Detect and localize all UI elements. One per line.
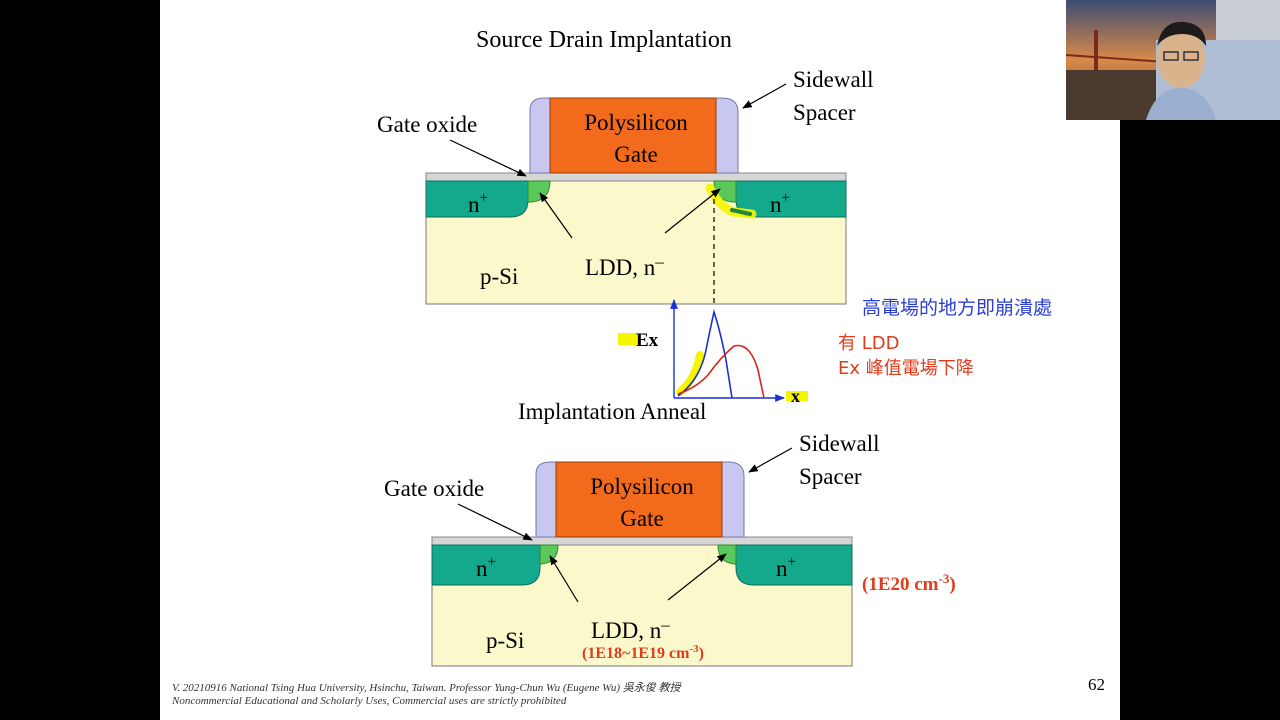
bottom-substrate-label: p-Si: [486, 628, 524, 653]
top-spacer-label-line2: Spacer: [793, 100, 856, 125]
top-nplus-left-label: n+: [468, 190, 488, 217]
top-ldd-label: LDD, n–: [585, 252, 664, 280]
top-device: Polysilicon Gate Sidewall Spacer Gate ox…: [377, 67, 874, 305]
bottom-spacer-label-line1: Sidewall: [799, 431, 880, 456]
mosfet-diagram: Source Drain Implantation Polysilicon Ga…: [377, 27, 1052, 667]
bottom-spacer-right: [721, 461, 745, 538]
top-gate-label-line2: Gate: [614, 142, 657, 167]
bottom-gate-oxide-layer: [431, 536, 853, 546]
top-oxide-arrow: [449, 139, 527, 177]
footer-credit: V. 20210916 National Tsing Hua Universit…: [172, 682, 681, 694]
top-nplus-right-label: n+: [770, 190, 790, 217]
bottom-oxide-arrow: [457, 503, 533, 541]
bottom-nplus-left-label: n+: [476, 554, 496, 581]
top-gate-label-line1: Polysilicon: [584, 110, 688, 135]
top-substrate-label: p-Si: [480, 264, 518, 289]
top-spacer-right: [715, 97, 739, 174]
top-spacer-arrow: [742, 83, 787, 109]
ex-curve-without-ldd: [677, 309, 733, 399]
bottom-nplus-left-region: [431, 544, 541, 586]
electric-field-graph: Ex x Implantation Anneal: [518, 299, 808, 424]
bottom-ldd-arrow-left: [549, 555, 579, 603]
peak-drop-note: Ex 峰值電場下降: [838, 358, 974, 379]
bottom-nplus-right-region: [735, 544, 853, 586]
curve-highlight: [676, 351, 704, 396]
breakdown-note: 高電場的地方即崩潰處: [862, 297, 1052, 319]
bottom-ldd-label: LDD, n–: [591, 615, 670, 643]
bottom-nplus-right-label: n+: [776, 554, 796, 581]
ex-curve-with-ldd: [677, 344, 765, 399]
top-ldd-arrow-right: [664, 188, 721, 234]
bottom-gate-label-line2: Gate: [620, 506, 663, 531]
bottom-ldd-arrow-right: [667, 553, 727, 601]
bottom-device: Polysilicon Gate Sidewall Spacer Gate ox…: [384, 431, 956, 667]
ex-label-highlight: [618, 333, 638, 345]
top-ldd-arrow-left: [539, 192, 573, 239]
bottom-spacer-label-line2: Spacer: [799, 464, 862, 489]
bottom-spacer-arrow: [748, 447, 793, 473]
footer-license: Noncommercial Educational and Scholarly …: [172, 695, 567, 707]
bottom-spacer-left: [535, 461, 557, 538]
top-gate-oxide-layer: [425, 172, 847, 182]
bottom-polysilicon-gate: [555, 461, 723, 538]
graph-caption: Implantation Anneal: [518, 399, 706, 424]
page-number: 62: [1088, 675, 1105, 694]
top-spacer-left: [529, 97, 551, 174]
with-ldd-note: 有 LDD: [838, 333, 899, 354]
top-oxide-label: Gate oxide: [377, 112, 477, 137]
ldd-concentration: (1E18~1E19 cm-3): [582, 643, 704, 662]
lecture-slide: Source Drain Implantation Polysilicon Ga…: [160, 0, 1120, 720]
presenter-webcam: [1066, 0, 1280, 120]
x-label-highlight: [786, 391, 808, 401]
x-axis-label: x: [791, 386, 800, 406]
nplus-concentration: (1E20 cm-3): [862, 571, 956, 595]
bottom-gate-label-line1: Polysilicon: [590, 474, 694, 499]
ex-axis-label: Ex: [636, 330, 659, 351]
bottom-oxide-label: Gate oxide: [384, 476, 484, 501]
annotation-stroke: [730, 208, 752, 216]
top-spacer-label-line1: Sidewall: [793, 67, 874, 92]
top-polysilicon-gate: [549, 97, 717, 174]
slide-title: Source Drain Implantation: [476, 27, 732, 53]
